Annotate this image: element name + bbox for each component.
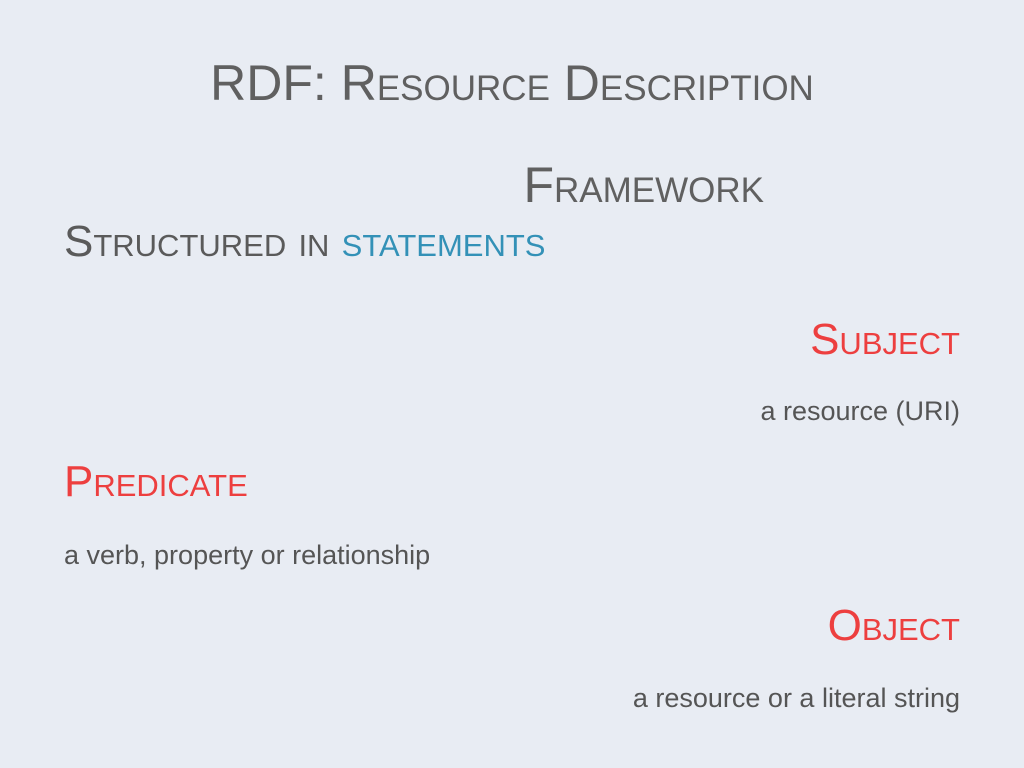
slide-title-line-1: RDF: Resource Description <box>210 55 814 111</box>
predicate-term: Predicate <box>64 457 248 506</box>
subject-description: a resource (URI) <box>760 396 960 426</box>
object-description: a resource or a literal string <box>632 683 960 713</box>
subheading: Structured in statements <box>64 220 545 264</box>
subheading-prefix: Structured in <box>64 217 342 266</box>
subheading-accent: statements <box>341 217 546 266</box>
subject-term: Subject <box>810 315 960 364</box>
slide-title-line-2: Framework <box>523 157 764 213</box>
predicate-description: a verb, property or relationship <box>64 540 431 570</box>
object-term: Object <box>827 601 960 650</box>
